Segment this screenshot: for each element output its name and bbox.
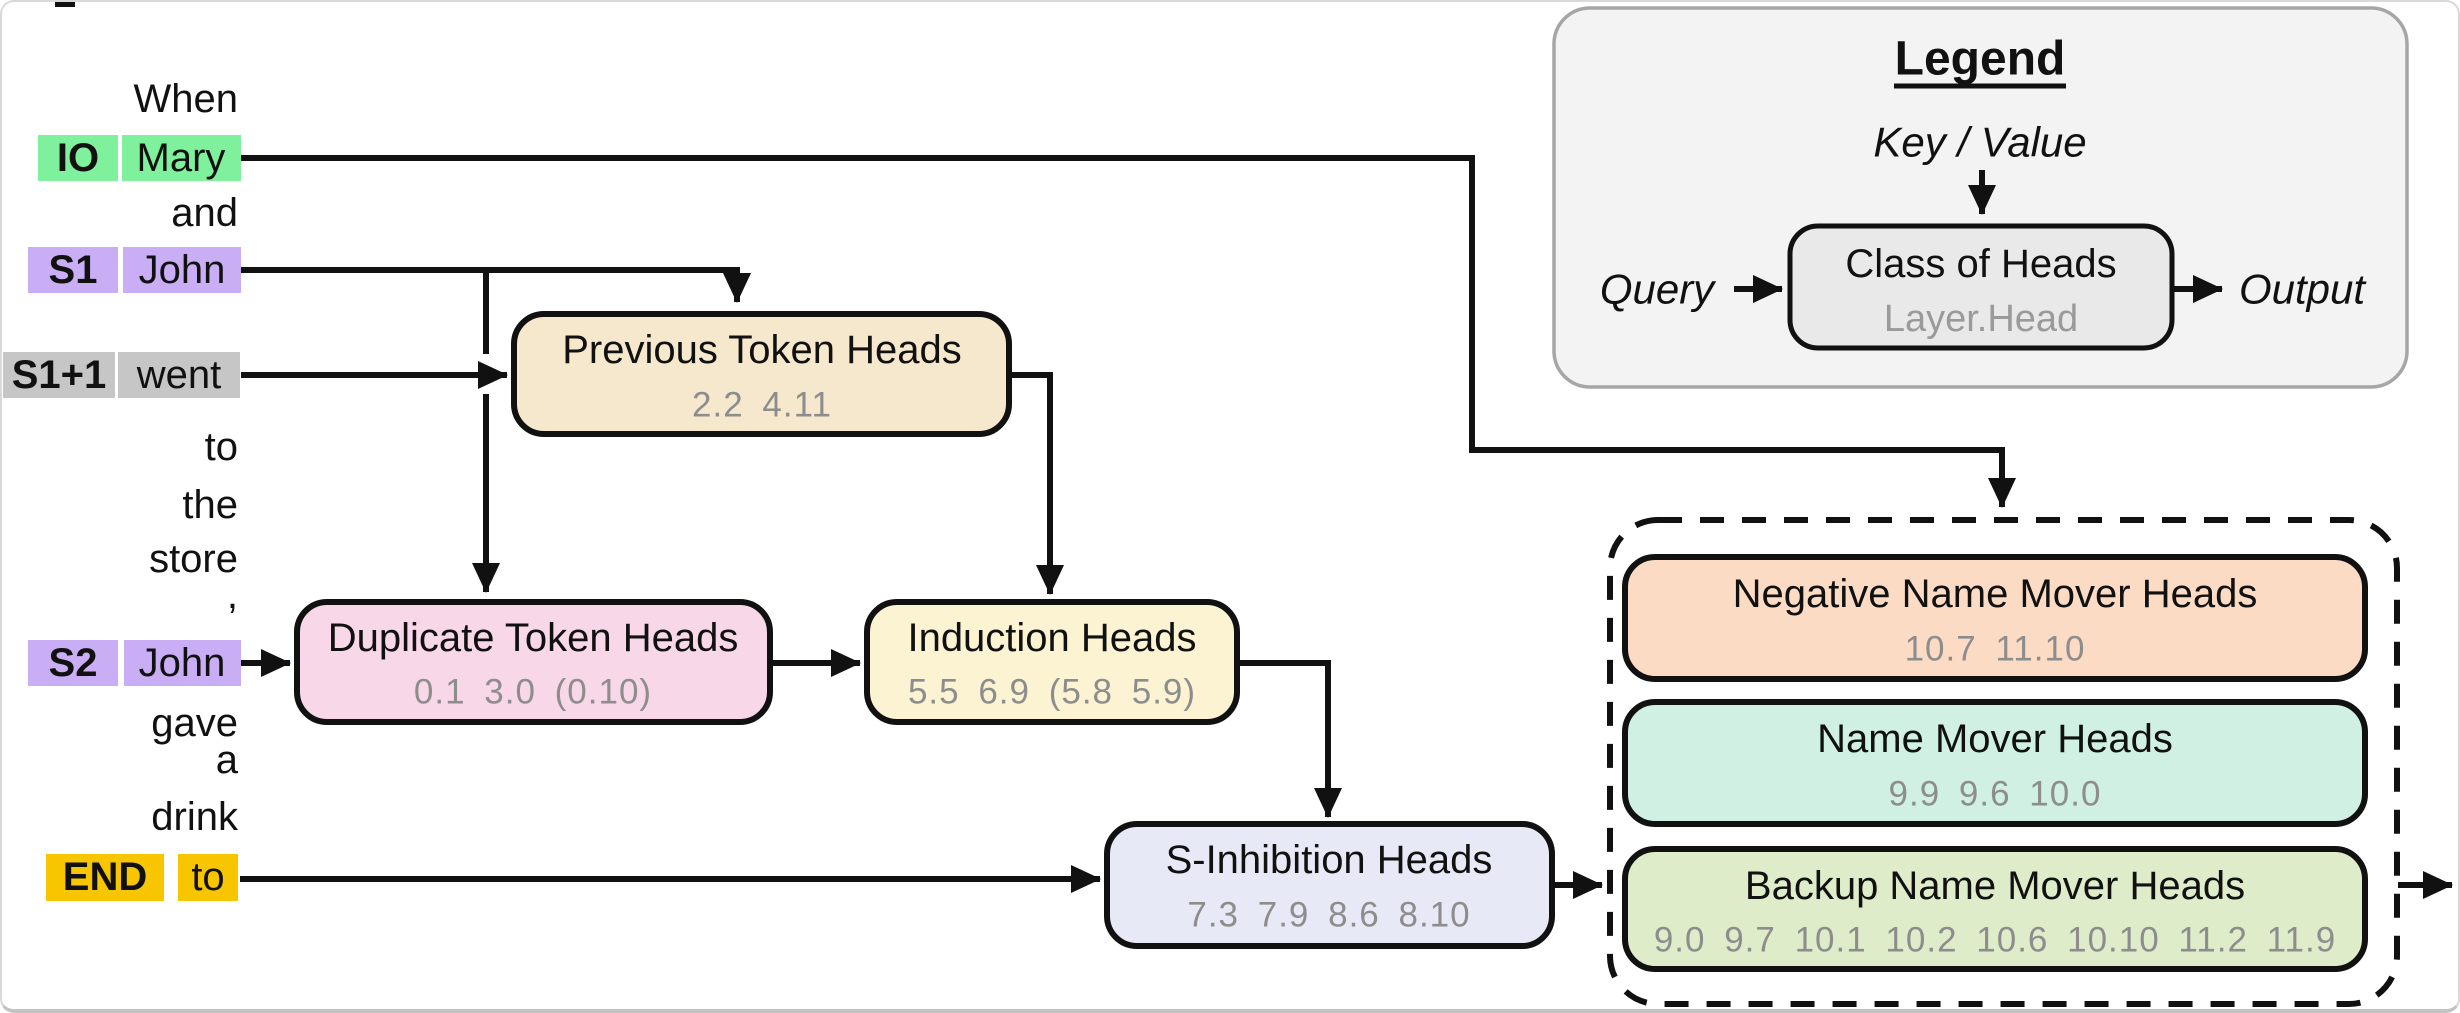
token-column: When IO Mary and S1 John S1+1 went to th… bbox=[3, 77, 241, 901]
name-mover-cluster: Negative Name Mover Heads 10.7 11.10 Nam… bbox=[1607, 517, 2400, 1007]
legend-output-label: Output bbox=[2239, 266, 2367, 313]
name-mover-heads-values: 9.9 9.6 10.0 bbox=[1889, 775, 2102, 814]
tag-s1plus1: S1+1 bbox=[12, 353, 107, 397]
name-mover-cluster-border bbox=[1607, 517, 2400, 1007]
token-row-s1-john: S1 John bbox=[28, 247, 241, 293]
token-store: store bbox=[149, 537, 238, 581]
tag-s2-highlight bbox=[28, 640, 118, 686]
token-the: the bbox=[182, 483, 238, 527]
token-comma: , bbox=[227, 573, 238, 617]
duplicate-token-heads-box: Duplicate Token Heads 0.1 3.0 (0.10) bbox=[294, 599, 773, 725]
edge-s1-to-previous-token-heads bbox=[241, 267, 751, 303]
token-when: When bbox=[134, 77, 239, 121]
token-a: a bbox=[216, 738, 239, 782]
token-row-s1plus1-went: S1+1 went bbox=[3, 352, 240, 398]
token-to2-highlight bbox=[178, 854, 238, 901]
induction-heads-title: Induction Heads bbox=[907, 616, 1196, 660]
negative-name-mover-heads-rect bbox=[1622, 554, 2368, 682]
edge-previous-to-induction bbox=[1009, 372, 1064, 595]
negative-name-mover-heads-box: Negative Name Mover Heads 10.7 11.10 bbox=[1622, 554, 2368, 682]
legend-key-value-label: Key / Value bbox=[1873, 119, 2086, 166]
tag-s1: S1 bbox=[49, 248, 98, 292]
previous-token-heads-title: Previous Token Heads bbox=[562, 328, 962, 372]
name-mover-heads-rect bbox=[1622, 699, 2368, 827]
token-went-highlight bbox=[118, 352, 240, 398]
negative-name-mover-heads-title: Negative Name Mover Heads bbox=[1733, 572, 2258, 616]
tag-io: IO bbox=[57, 136, 99, 180]
previous-token-heads-values: 2.2 4.11 bbox=[692, 386, 832, 425]
token-row-io-mary: IO Mary bbox=[38, 135, 241, 181]
token-went: went bbox=[136, 353, 222, 397]
previous-token-heads-rect bbox=[511, 311, 1012, 437]
edge-io-to-name-mover-cluster bbox=[241, 155, 2016, 508]
edges bbox=[240, 155, 2453, 899]
token-john1: John bbox=[139, 248, 226, 292]
edge-induction-to-s-inhibition bbox=[1237, 660, 1342, 818]
backup-name-mover-heads-values: 9.0 9.7 10.1 10.2 10.6 10.10 11.2 11.9 bbox=[1654, 921, 2336, 960]
token-gave: gave bbox=[151, 701, 238, 745]
token-mary-highlight bbox=[122, 135, 241, 181]
legend-class-box-subtitle: Layer.Head bbox=[1884, 298, 2078, 340]
duplicate-token-heads-values: 0.1 3.0 (0.10) bbox=[414, 673, 652, 712]
backup-name-mover-heads-title: Backup Name Mover Heads bbox=[1745, 864, 2245, 908]
induction-heads-rect bbox=[864, 599, 1240, 725]
legend: Legend Key / Value Query Class of Heads … bbox=[1552, 6, 2409, 389]
token-john2: John bbox=[139, 641, 226, 685]
token-mary: Mary bbox=[137, 136, 226, 180]
tag-end-highlight bbox=[46, 854, 164, 901]
legend-query-label: Query bbox=[1600, 266, 1717, 313]
token-john2-highlight bbox=[124, 640, 241, 686]
tag-io-highlight bbox=[38, 135, 118, 181]
induction-heads-values: 5.5 6.9 (5.8 5.9) bbox=[908, 673, 1196, 712]
token-row-s2-john: S2 John bbox=[28, 640, 241, 686]
name-mover-heads-box: Name Mover Heads 9.9 9.6 10.0 bbox=[1622, 699, 2368, 827]
backup-name-mover-heads-rect bbox=[1622, 846, 2368, 972]
tag-end: END bbox=[63, 855, 147, 899]
legend-class-box-rect bbox=[1787, 223, 2175, 351]
tag-s2: S2 bbox=[49, 641, 98, 685]
top-edge-artifact bbox=[55, 2, 75, 7]
s-inhibition-heads-rect bbox=[1104, 821, 1555, 949]
legend-class-box-title: Class of Heads bbox=[1845, 242, 2116, 286]
token-john1-highlight bbox=[123, 247, 241, 293]
token-to1: to bbox=[205, 425, 238, 469]
tag-s1plus1-highlight bbox=[3, 352, 115, 398]
backup-name-mover-heads-box: Backup Name Mover Heads 9.0 9.7 10.1 10.… bbox=[1622, 846, 2368, 972]
duplicate-token-heads-title: Duplicate Token Heads bbox=[328, 616, 739, 660]
token-drink: drink bbox=[151, 795, 239, 839]
tag-s1-highlight bbox=[28, 247, 118, 293]
induction-heads-box: Induction Heads 5.5 6.9 (5.8 5.9) bbox=[864, 599, 1240, 725]
negative-name-mover-heads-values: 10.7 11.10 bbox=[1905, 630, 2086, 669]
previous-token-heads-box: Previous Token Heads 2.2 4.11 bbox=[511, 311, 1012, 437]
token-to2: to bbox=[191, 855, 224, 899]
legend-title: Legend bbox=[1895, 33, 2066, 86]
name-mover-heads-title: Name Mover Heads bbox=[1817, 717, 2173, 761]
s-inhibition-heads-box: S-Inhibition Heads 7.3 7.9 8.6 8.10 bbox=[1104, 821, 1555, 949]
token-row-end-to: END to bbox=[46, 854, 238, 901]
duplicate-token-heads-rect bbox=[294, 599, 773, 725]
s-inhibition-heads-title: S-Inhibition Heads bbox=[1166, 838, 1493, 882]
token-and: and bbox=[171, 191, 238, 235]
s-inhibition-heads-values: 7.3 7.9 8.6 8.10 bbox=[1187, 896, 1470, 935]
